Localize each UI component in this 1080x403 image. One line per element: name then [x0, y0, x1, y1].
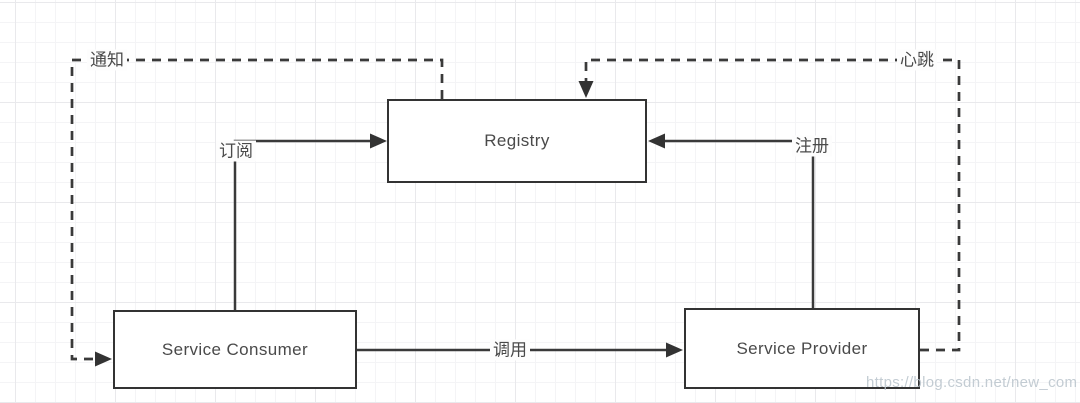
edge-subscribe-label: 订阅	[216, 140, 256, 162]
csdn-watermark: https://blog.csdn.net/new_com	[866, 374, 1078, 391]
node-service-consumer: Service Consumer	[113, 310, 357, 389]
edge-subscribe-arrowhead	[370, 133, 387, 149]
edge-register-line	[663, 139, 815, 308]
edge-register-arrowhead	[648, 133, 665, 149]
edge-notify-arrowhead	[95, 351, 112, 367]
node-service-consumer-label: Service Consumer	[161, 339, 309, 359]
node-registry: Registry	[387, 99, 647, 183]
edge-heartbeat-arrowhead	[578, 81, 594, 98]
edge-heartbeat-line	[584, 58, 961, 352]
edge-invoke-label: 调用	[490, 339, 530, 361]
edge-notify-line	[70, 58, 444, 361]
edge-register-label: 注册	[792, 135, 832, 157]
node-service-provider: Service Provider	[684, 308, 920, 389]
node-service-provider-label: Service Provider	[736, 338, 868, 358]
edge-invoke-arrowhead	[666, 342, 683, 358]
node-registry-label: Registry	[484, 131, 550, 150]
edge-subscribe-line	[233, 139, 372, 310]
edge-notify-label: 通知	[87, 49, 127, 71]
edge-heartbeat-label: 心跳	[897, 49, 937, 71]
